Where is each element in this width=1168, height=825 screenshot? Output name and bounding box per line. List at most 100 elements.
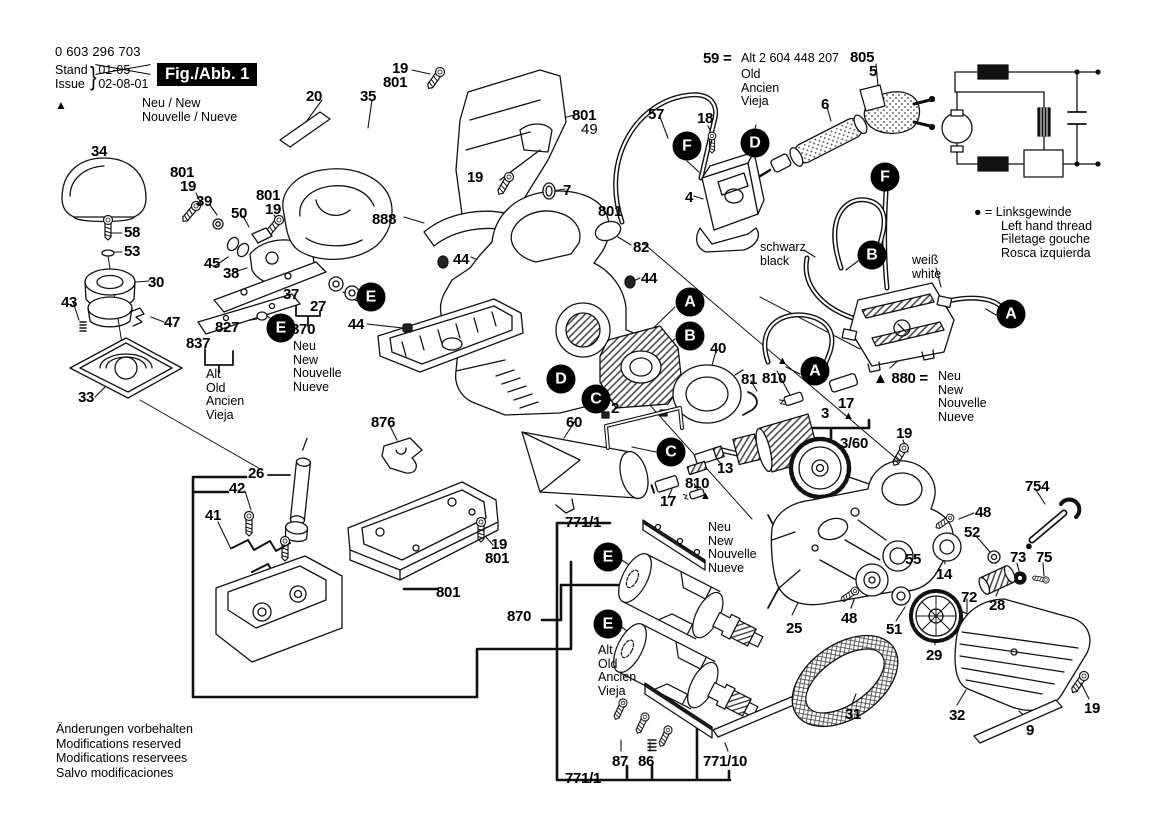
inductor-top: [977, 64, 1009, 80]
washer-51: [891, 586, 911, 606]
part-label-5-11: 5: [869, 63, 878, 80]
part-label-72-89: 72: [961, 589, 978, 606]
part-label-880-57: ▲ 880 =: [873, 370, 928, 387]
depth-spindle-parts: [79, 214, 145, 357]
part-label-28-90: 28: [989, 597, 1006, 614]
bearing-55: [855, 563, 889, 597]
part-label-771-1-78: 771/1: [565, 770, 602, 787]
part-label-801-69: 801: [485, 550, 510, 567]
knurled-nut-28: [978, 565, 1016, 595]
part-label-30-35: 30: [148, 274, 165, 291]
part-label-old-ancien-vieja-9: Old Ancien Vieja: [741, 67, 780, 108]
switch-4: [695, 151, 765, 253]
part-label-13-60: 13: [717, 460, 734, 477]
part-label-26-65: 26: [248, 465, 265, 482]
pulley-29: [909, 589, 963, 643]
planer-body-25: [770, 460, 954, 606]
part-label-37-37: 37: [283, 286, 300, 303]
wire-hook-81: [742, 391, 758, 416]
superseded-date: 01-05: [98, 63, 148, 77]
part-label-52-82: 52: [964, 524, 981, 541]
part-label-87-75: 87: [612, 753, 629, 770]
part-label-801-2: 801: [383, 74, 408, 91]
armature-3-60: [717, 413, 912, 500]
part-label-schwarz-black-23: schwarz black: [760, 240, 806, 268]
part-label-19-30: 19: [265, 201, 282, 218]
footer-line-2: Modifications reserved: [56, 736, 182, 751]
wire-f: [882, 189, 890, 291]
part-label-20-3: 20: [306, 88, 323, 105]
clamp-wire-c: [604, 406, 684, 450]
blade-20: [279, 111, 331, 148]
part-label-58-31: 58: [124, 224, 141, 241]
part-label-57-12: 57: [648, 106, 665, 123]
part-label-837-43: 837: [186, 335, 211, 352]
drive-belt-31: [791, 634, 899, 728]
part-label-51-88: 51: [886, 621, 903, 638]
part-label-44-22: 44: [641, 270, 658, 287]
pin-17: [650, 475, 680, 494]
depth-stop-brackets: [179, 199, 360, 335]
guide-roller-26: [284, 437, 312, 543]
drum-new-upper: [611, 519, 773, 667]
part-label-25-79: 25: [786, 620, 803, 637]
part-label-810-51: 810: [762, 370, 787, 387]
carbon-brushes-13: [686, 445, 725, 476]
part-label-32-94: 32: [949, 707, 966, 724]
part-label-alt-2-604-448-207-8: Alt 2 604 448 207: [741, 51, 839, 65]
ferrule-810: [682, 488, 705, 500]
part-label-19-1: 19: [392, 60, 409, 77]
callout-c-10: C: [656, 437, 686, 467]
callout-e-14: E: [593, 609, 623, 639]
callout-e-4: E: [266, 313, 296, 343]
triangle-marker: ▲: [55, 98, 67, 112]
part-label-59-7: 59 =: [703, 50, 732, 67]
part-label-805-10: 805: [850, 49, 875, 66]
part-label-19-68: 19: [491, 536, 508, 553]
legend-line-3: Filetage gouche: [1001, 232, 1090, 246]
belt-cover-35: [282, 168, 393, 260]
brace-glyph: }: [89, 61, 97, 91]
callout-a-12: A: [996, 299, 1026, 329]
part-label-47-39: 47: [164, 314, 181, 331]
callout-f-0: F: [672, 131, 702, 161]
part-label-marker-50: ▲: [777, 355, 788, 367]
part-label-41-67: 41: [205, 507, 222, 524]
part-label-75-87: 75: [1036, 549, 1053, 566]
part-label-29-91: 29: [926, 647, 943, 664]
part-label-marker-85: ●: [1025, 538, 1033, 553]
part-label-alt-old-ancien-vieja-74: Alt Old Ancien Vieja: [598, 643, 637, 698]
blade-9: [973, 699, 1063, 744]
part-label-31-93: 31: [845, 706, 862, 723]
part-label-19-16: 19: [467, 169, 484, 186]
part-label-34-0: 34: [91, 143, 108, 160]
part-label-35-4: 35: [360, 88, 377, 105]
part-label-3-52: 3: [821, 405, 830, 422]
part-label-888-18: 888: [372, 211, 397, 228]
modifications-note: Änderungen vorbehalten Modifications res…: [56, 722, 193, 780]
inductor-bottom: [977, 156, 1009, 172]
part-label-53-32: 53: [124, 243, 141, 260]
part-label-45-33: 45: [204, 255, 221, 272]
callout-a-6: A: [675, 287, 705, 317]
part-label-marker-54: ▲: [843, 410, 854, 422]
part-label-18-13: 18: [697, 110, 714, 127]
part-label-870-73: 870: [507, 608, 532, 625]
callout-b-7: B: [675, 321, 705, 351]
left-hand-thread-legend: ● = Linksgewinde Left hand thread Fileta…: [974, 205, 1092, 260]
grommet-7: [542, 182, 556, 200]
issue-date: 02-08-01: [98, 76, 149, 91]
part-label-801-70: 801: [436, 584, 461, 601]
part-label-40-48: 40: [710, 340, 727, 357]
part-label-44-21: 44: [453, 251, 470, 268]
stand-label: Stand: [55, 62, 88, 77]
part-label-801-25: 801: [170, 164, 195, 181]
wire-black: [803, 255, 856, 321]
part-label-48-80: 48: [841, 610, 858, 627]
callout-f-2: F: [870, 162, 900, 192]
sole-plate-801: [347, 481, 499, 581]
ferrule-810-left: [778, 391, 804, 407]
cord-ferrule: [770, 153, 792, 173]
bracket-876: [381, 437, 423, 474]
